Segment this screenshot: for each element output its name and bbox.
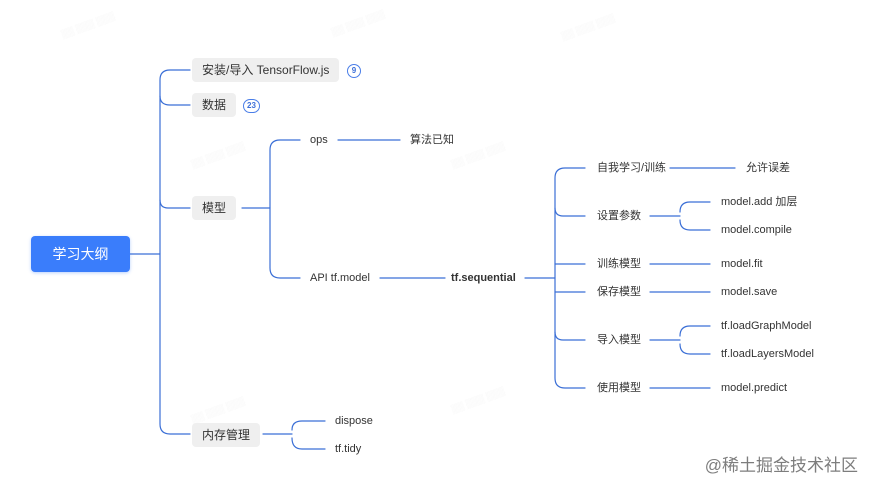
node-train[interactable]: 训练模型 — [597, 258, 641, 270]
node-set-params[interactable]: 设置参数 — [597, 210, 641, 222]
node-model-add[interactable]: model.add 加层 — [721, 196, 798, 208]
node-data[interactable]: 数据 — [192, 93, 237, 117]
node-load-graph[interactable]: tf.loadGraphModel — [721, 320, 812, 332]
node-install-count-badge[interactable]: 9 — [347, 64, 361, 78]
node-save[interactable]: 保存模型 — [597, 286, 641, 298]
mindmap-root[interactable]: 学习大纲 — [31, 236, 130, 272]
node-model-fit[interactable]: model.fit — [721, 258, 763, 270]
node-model-predict[interactable]: model.predict — [721, 382, 788, 394]
node-model-save[interactable]: model.save — [721, 286, 778, 298]
connector-to-model — [159, 199, 191, 209]
node-load-layers[interactable]: tf.loadLayersModel — [721, 348, 814, 360]
node-ops-known[interactable]: 算法已知 — [410, 134, 454, 146]
node-dispose[interactable]: dispose — [335, 415, 373, 427]
connector-model-vertical — [269, 139, 301, 279]
connector-memory-vertical — [291, 420, 326, 450]
connector-to-data — [159, 95, 191, 106]
node-model[interactable]: 模型 — [192, 196, 237, 220]
connector-seq-setparams — [554, 207, 586, 217]
connector-spine-vertical — [159, 69, 191, 435]
node-import[interactable]: 导入模型 — [597, 334, 641, 346]
source-watermark: @稀土掘金技术社区 — [704, 456, 858, 475]
connector-setparams-vertical — [679, 201, 711, 231]
connector-import-vertical — [679, 325, 711, 355]
node-self-learn[interactable]: 自我学习/训练 — [597, 162, 667, 174]
connector-seq-import — [554, 331, 586, 341]
node-model-compile[interactable]: model.compile — [721, 224, 792, 236]
connector-seq-vertical — [554, 167, 586, 389]
node-install[interactable]: 安装/导入 TensorFlow.js — [192, 58, 340, 82]
node-data-count-badge[interactable]: 23 — [243, 99, 260, 113]
node-memory[interactable]: 内存管理 — [192, 423, 261, 447]
node-tidy[interactable]: tf.tidy — [335, 443, 362, 455]
node-ops[interactable]: ops — [310, 134, 328, 146]
node-sequential[interactable]: tf.sequential — [451, 272, 516, 284]
node-api-model[interactable]: API tf.model — [310, 272, 370, 284]
node-allow-error[interactable]: 允许误差 — [746, 162, 790, 174]
node-use[interactable]: 使用模型 — [597, 382, 641, 394]
